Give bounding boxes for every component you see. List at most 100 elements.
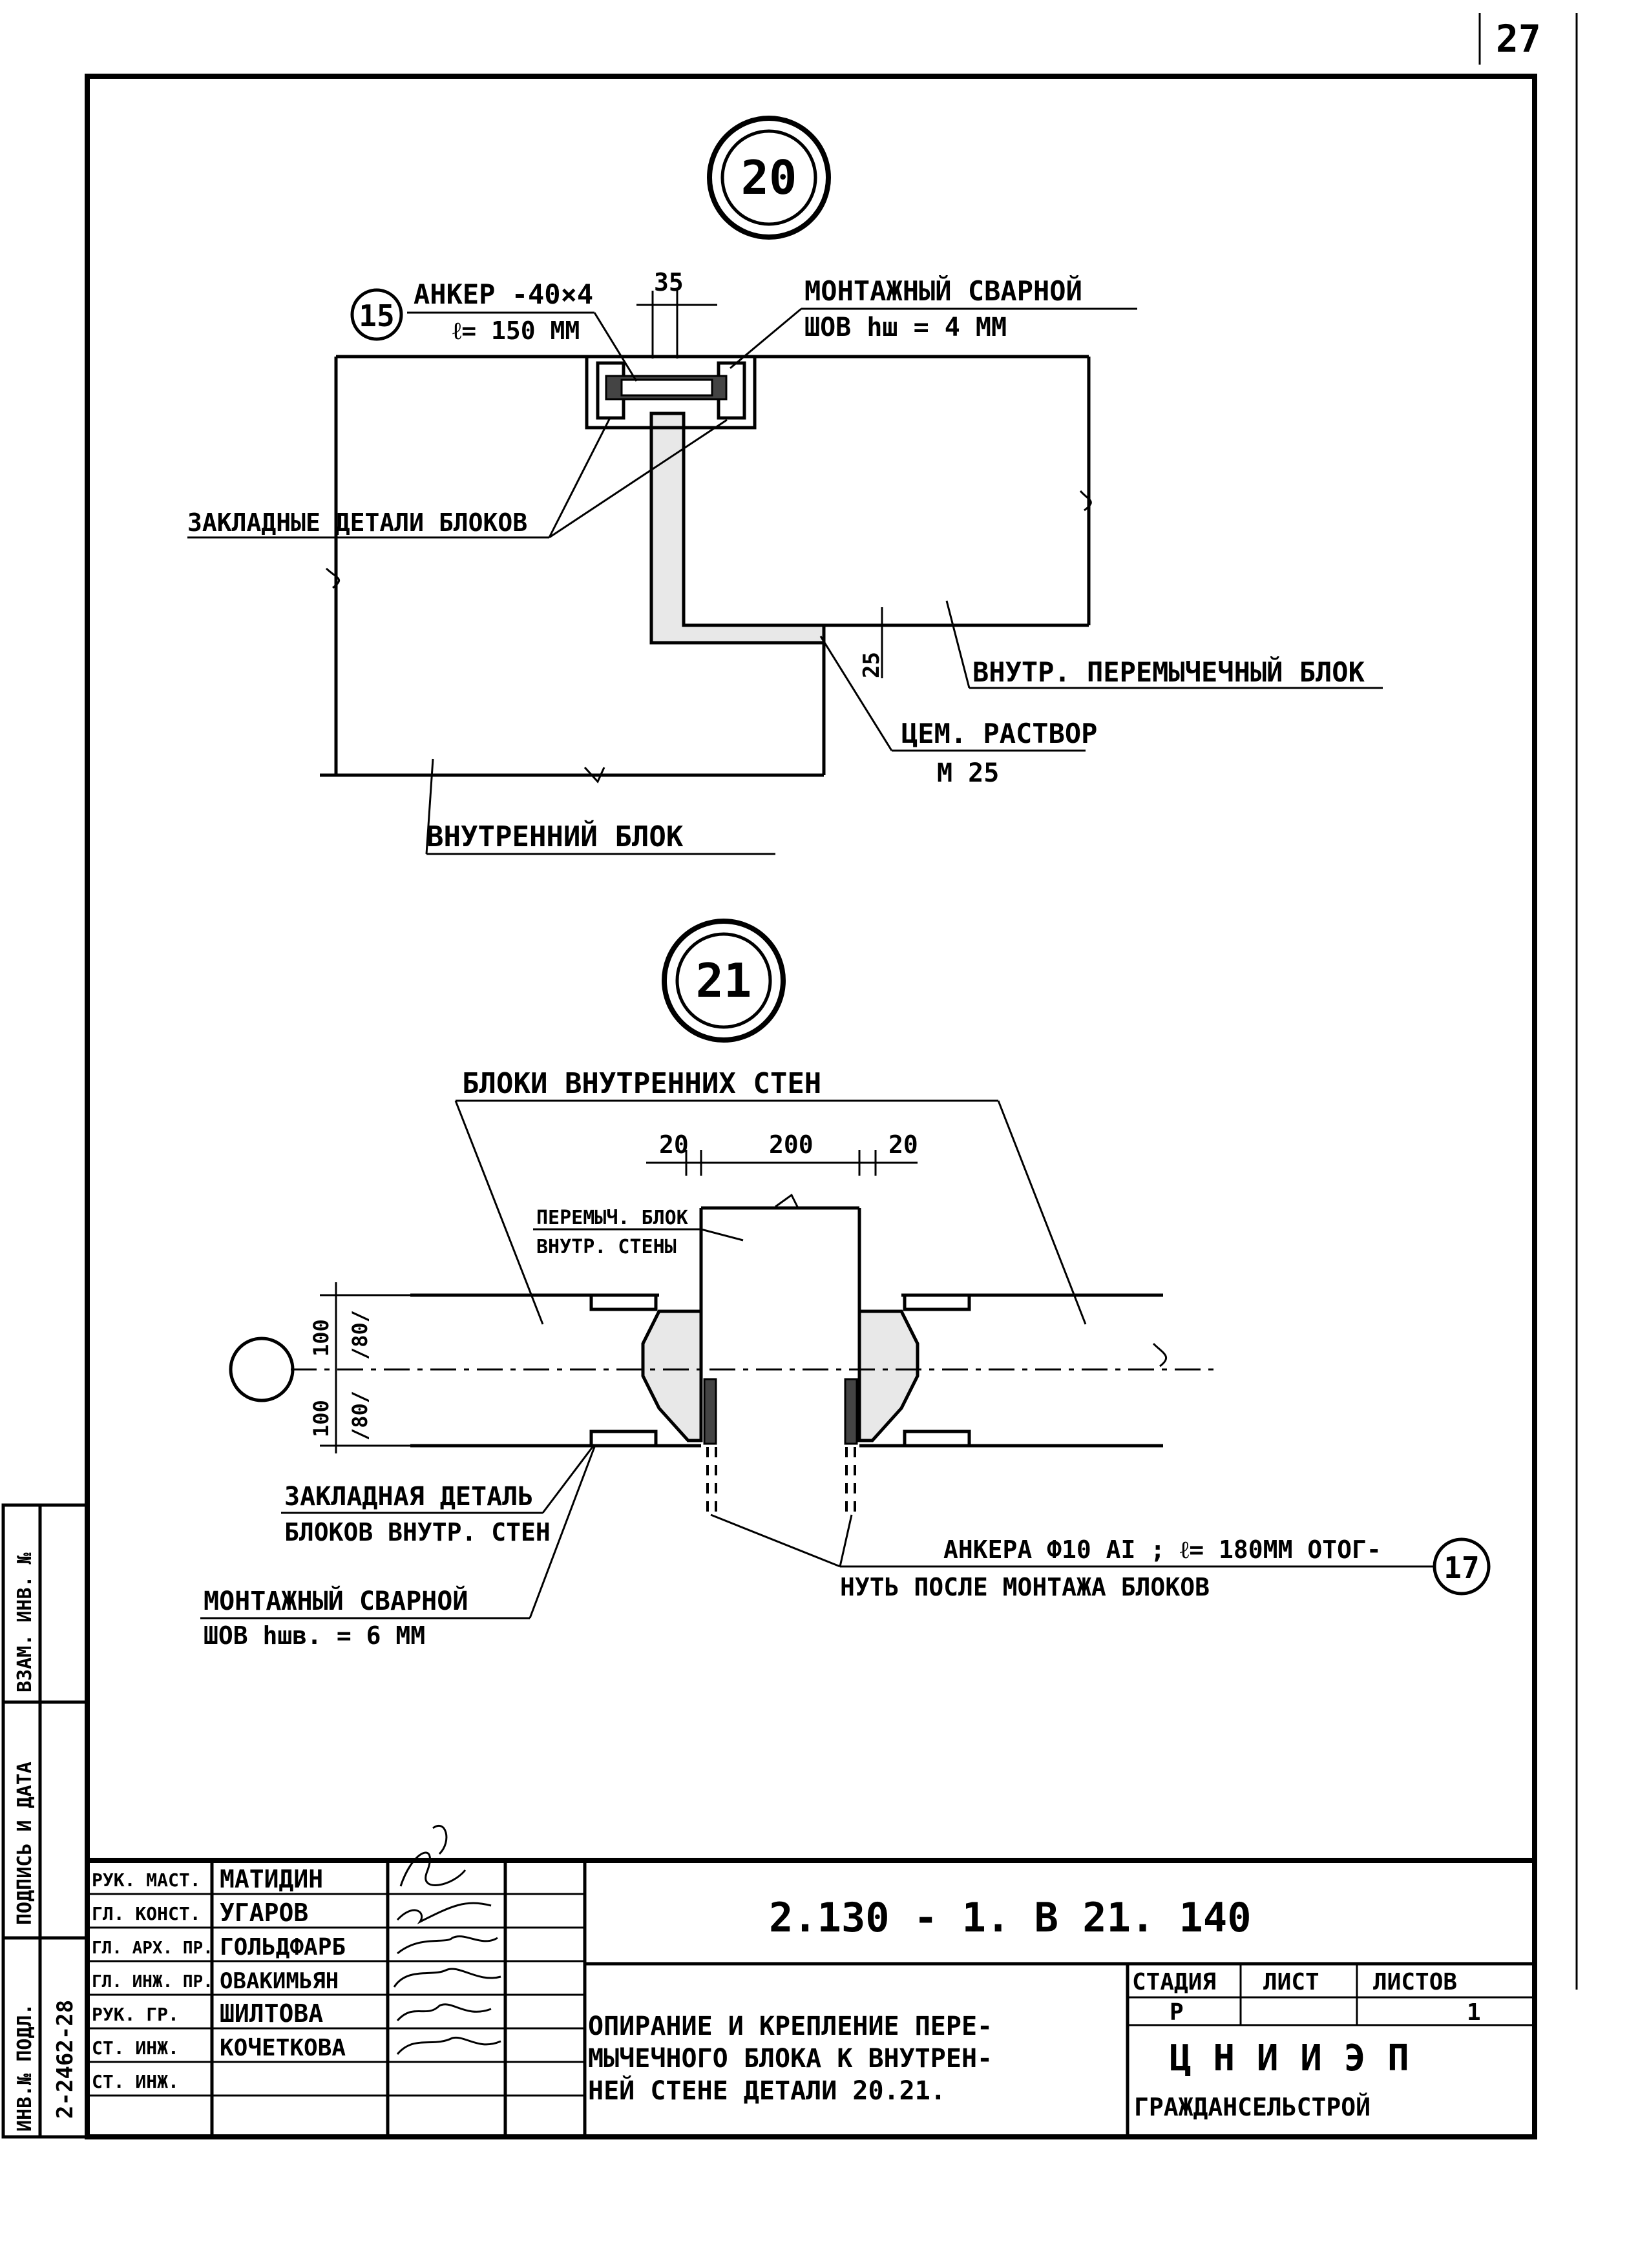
detail-21: 21 БЛОКИ ВНУТРЕННИХ СТЕН 20 200 20 ПЕРЕМ… — [200, 919, 1491, 1650]
weld21-label-line1: МОНТАЖНЫЙ СВАРНОЙ — [204, 1585, 468, 1616]
plate21-left-top — [589, 1293, 658, 1311]
tb-name-5: КОЧЕТКОВА — [220, 2035, 346, 2061]
tb-role-3: ГЛ. ИНЖ. ПР. — [92, 1972, 213, 1992]
tb-role-1: ГЛ. КОНСТ. — [92, 1903, 201, 1924]
anchor-plate-inner — [620, 379, 713, 397]
tb-name-0: МАТИДИН — [220, 1865, 323, 1893]
lintel21-label-line1: ПЕРЕМЫЧ. БЛОК — [536, 1207, 688, 1229]
lintel21-label-line2: ВНУТР. СТЕНЫ — [536, 1236, 677, 1258]
tb-name-4: ШИЛТОВА — [220, 1999, 323, 2028]
tb-stage-value: Р — [1170, 1999, 1184, 2026]
weld-label-line2: ШОВ hш = 4 ММ — [804, 313, 1007, 342]
lintel21-leader — [700, 1228, 744, 1242]
embedded-leader-2 — [549, 419, 728, 539]
weld21-right — [844, 1378, 858, 1445]
signature-3 — [393, 1968, 501, 1988]
signature-4 — [396, 2003, 492, 2022]
signature-0 — [399, 1824, 467, 1887]
dim-35: 35 — [654, 268, 684, 297]
wall-blocks-leader-right — [997, 1100, 1087, 1325]
tb-title-line1: ОПИРАНИЕ И КРЕПЛЕНИЕ ПЕРЕ- — [588, 2012, 993, 2041]
tb-stage-header: СТАДИЯ — [1132, 1969, 1216, 1995]
mortar-leader — [819, 636, 893, 751]
detail-20-marker-label: 20 — [741, 151, 797, 205]
anchor-label-line2: ℓ= 150 ММ — [452, 317, 580, 345]
plate21-left-bottom — [589, 1430, 658, 1448]
plate21-right-bottom — [903, 1430, 971, 1448]
lintel21-break — [775, 1193, 799, 1209]
axis-bubble — [229, 1337, 295, 1402]
anchors21-leader-2 — [839, 1514, 853, 1567]
detail-20-ref-bubble-label: 15 — [359, 298, 394, 333]
embedded-leader-1 — [548, 416, 612, 538]
dim-25: 25 — [859, 652, 885, 678]
side-stamp-signature-date: ПОДПИСЬ И ДАТА — [14, 1762, 36, 1925]
tb-name-1: УГАРОВ — [220, 1899, 308, 1927]
tb-title-line2: МЫЧЕЧНОГО БЛОКА К ВНУТРЕН- — [588, 2044, 993, 2074]
detail-21-marker-outer — [662, 919, 786, 1043]
detail-21-marker-label: 21 — [696, 953, 752, 1008]
anchors21-label-line2: НУТЬ ПОСЛЕ МОНТАЖА БЛОКОВ — [840, 1573, 1210, 1601]
weld21-left — [703, 1378, 717, 1445]
dim-20-right: 20 — [888, 1130, 918, 1159]
mortar-label-line1: ЦЕМ. РАСТВОР — [901, 718, 1097, 749]
anchors21-leader-1 — [710, 1514, 841, 1568]
vdim-100-top: 100 — [309, 1319, 333, 1357]
embedded21-label-line2: БЛОКОВ ВНУТР. СТЕН — [284, 1518, 551, 1546]
tb-role-0: РУК. МАСТ. — [92, 1869, 201, 1891]
detail-21-marker-inner — [675, 932, 772, 1029]
lintel-block-label: ВНУТР. ПЕРЕМЫЧЕЧНЫЙ БЛОК — [972, 656, 1365, 688]
dim-20-left: 20 — [659, 1130, 689, 1159]
side-stamp-inv-no: ИНВ.№ ПОДЛ. — [14, 2003, 36, 2132]
embedded21-label-line1: ЗАКЛАДНАЯ ДЕТАЛЬ — [284, 1482, 533, 1512]
title-block: РУК. МАСТ. ГЛ. КОНСТ. ГЛ. АРХ. ПР. ГЛ. И… — [85, 1824, 1537, 2139]
mortar-label-line2: М 25 — [937, 758, 999, 788]
detail-21-ref-bubble-label: 17 — [1444, 1550, 1479, 1585]
tb-role-6: СТ. ИНЖ. — [92, 2071, 179, 2092]
break-mark-left — [325, 567, 341, 589]
anchors21-label-line1: АНКЕРА Ф10 АI ; ℓ= 180ММ ОТОГ- — [943, 1535, 1381, 1564]
tb-document-code: 2.130 - 1. В 21. 140 — [769, 1894, 1252, 1941]
tb-role-2: ГЛ. АРХ. ПР. — [92, 1939, 213, 1958]
plate21-right-top — [903, 1293, 971, 1311]
sheet-number: 27 — [1496, 17, 1541, 61]
embedded21-leader — [541, 1444, 596, 1514]
weld-label-line1: МОНТАЖНЫЙ СВАРНОЙ — [804, 275, 1082, 307]
mortar21-right — [857, 1309, 919, 1442]
inner-block-label: ВНУТРЕННИЙ БЛОК — [426, 819, 684, 853]
signature-1 — [396, 1902, 492, 1924]
tb-org-line1: Ц Н И И Э П — [1170, 2037, 1409, 2079]
anchor-label-line1: АНКЕР -40×4 — [414, 278, 593, 310]
wall-right-break — [1152, 1342, 1168, 1368]
side-stamp-inv-value: 2-2462-28 — [52, 2000, 78, 2119]
vdim-80-top: /80/ — [348, 1310, 372, 1360]
tb-title-line3: НЕЙ СТЕНЕ ДЕТАЛИ 20.21. — [588, 2075, 946, 2106]
wall-blocks-label: БЛОКИ ВНУТРЕННИХ СТЕН — [462, 1067, 821, 1100]
weld21-label-line2: ШОВ hшв. = 6 ММ — [204, 1621, 425, 1650]
detail-20-marker-inner — [720, 129, 817, 226]
tb-sheets-header: ЛИСТОВ — [1373, 1969, 1457, 1995]
embedded-pocket — [585, 355, 757, 430]
tb-sheet-header: ЛИСТ — [1263, 1969, 1319, 1995]
detail-20: 20 15 АНКЕР -40×4 ℓ= 150 ММ 35 МО — [187, 116, 1383, 855]
tb-org-line2: ГРАЖДАНСЕЛЬСТРОЙ — [1134, 2093, 1371, 2121]
detail-20-ref-bubble — [350, 288, 403, 341]
detail-20-marker-outer — [707, 116, 831, 240]
weld21-leader — [529, 1446, 596, 1619]
lintel-block-leader — [945, 600, 971, 689]
drawing-frame — [85, 74, 1537, 2139]
inner-block-leader — [425, 758, 434, 855]
weld-leader — [730, 307, 802, 369]
signature-5 — [396, 2036, 501, 2055]
dim-200: 200 — [769, 1130, 814, 1159]
tb-role-5: СТ. ИНЖ. — [92, 2037, 179, 2059]
mortar21-left — [641, 1309, 703, 1442]
mortar-joint-20 — [649, 411, 826, 645]
tb-name-2: ГОЛЬДФАРБ — [220, 1934, 346, 1961]
tb-role-4: РУК. ГР. — [92, 2004, 179, 2025]
break-mark-bottom — [583, 766, 605, 784]
vdim-80-bot: /80/ — [348, 1391, 372, 1441]
side-stamp: ВЗАМ. ИНВ. № ПОДПИСЬ И ДАТА ИНВ.№ ПОДЛ. … — [1, 1503, 89, 2139]
tb-name-3: ОВАКИМЬЯН — [220, 1968, 339, 1994]
